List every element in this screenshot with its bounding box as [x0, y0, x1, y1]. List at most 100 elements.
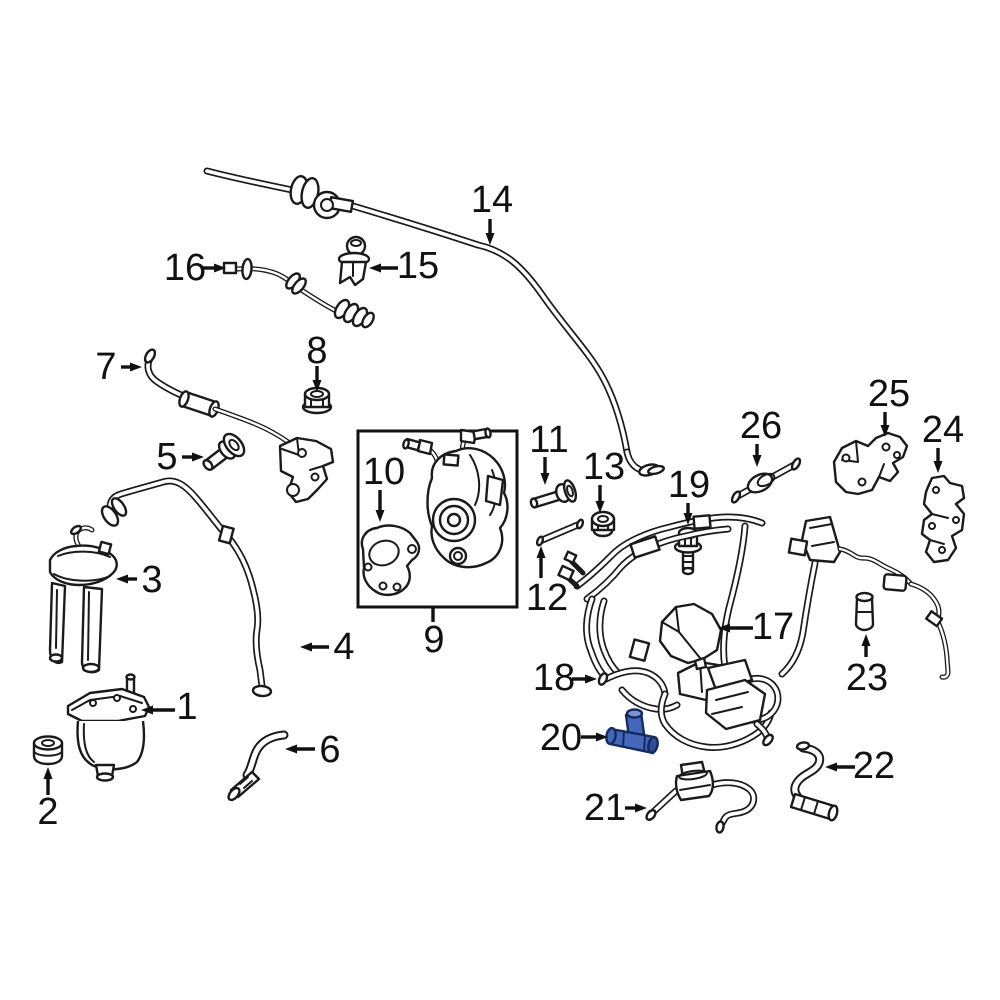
part-2-grommet[interactable]	[32, 735, 64, 766]
callout-9-label[interactable]: 9	[423, 619, 444, 661]
part-11-bolt[interactable]	[529, 479, 578, 509]
callout-15[interactable]: 15	[369, 245, 439, 287]
part-12-tube[interactable]	[535, 518, 585, 547]
callout-13[interactable]: 13	[583, 446, 625, 513]
part-21-valve[interactable]	[645, 760, 758, 834]
callout-24-label[interactable]: 24	[922, 409, 964, 451]
callout-3[interactable]: 3	[116, 559, 163, 601]
part-20-tee-connector-highlighted[interactable]	[605, 708, 659, 755]
part-10-gasket[interactable]	[360, 524, 421, 596]
part-4-hose[interactable]	[99, 477, 273, 698]
callout-12[interactable]: 12	[526, 546, 568, 619]
callout-14-arrow	[485, 233, 495, 245]
callout-14[interactable]: 14	[471, 179, 513, 245]
part-6-hose[interactable]	[226, 730, 289, 802]
callout-26[interactable]: 26	[740, 405, 782, 467]
part-3-reservoir[interactable]	[48, 524, 118, 674]
part-14-hose[interactable]	[203, 167, 665, 477]
callout-8[interactable]: 8	[306, 330, 328, 392]
callout-20-label[interactable]: 20	[540, 717, 582, 759]
callout-21-arrow	[635, 803, 647, 813]
part-1-canister[interactable]	[66, 673, 151, 782]
part-25-bracket[interactable]	[832, 431, 909, 496]
part-19-bolt[interactable]	[673, 526, 703, 576]
callout-18[interactable]: 18	[533, 657, 597, 699]
part-22-hose[interactable]	[789, 741, 839, 822]
callout-11[interactable]: 11	[529, 419, 569, 485]
callout-4[interactable]: 4	[300, 626, 355, 668]
callout-22-label[interactable]: 22	[853, 745, 895, 787]
callout-5-label[interactable]: 5	[156, 436, 177, 478]
part-23-cap[interactable]	[854, 591, 875, 632]
callout-8-arrow	[312, 380, 322, 392]
callout-11-arrow	[540, 473, 550, 485]
harness-assembly[interactable]	[557, 513, 951, 751]
callout-26-label[interactable]: 26	[740, 405, 782, 447]
callout-2[interactable]: 2	[37, 767, 59, 833]
callout-17-arrow	[718, 623, 730, 633]
part-24-bracket[interactable]	[920, 474, 966, 564]
callout-8-label[interactable]: 8	[306, 330, 327, 372]
callout-5-arrow	[192, 452, 204, 462]
callout-10-label[interactable]: 10	[363, 451, 405, 493]
callout-21[interactable]: 21	[584, 787, 647, 829]
callout-2-arrow	[43, 767, 53, 779]
callout-16[interactable]: 16	[164, 247, 226, 289]
callout-13-arrow	[595, 501, 605, 513]
part-26-fitting[interactable]	[730, 457, 802, 504]
callout-25-arrow	[880, 425, 890, 437]
callout-3-label[interactable]: 3	[141, 559, 162, 601]
callout-15-arrow	[369, 263, 381, 273]
part-9-valve-assembly[interactable]	[402, 427, 509, 569]
callout-10-arrow	[375, 510, 385, 522]
callout-1-arrow	[141, 705, 153, 715]
callout-22-arrow	[825, 762, 837, 772]
callout-2-label[interactable]: 2	[37, 791, 58, 833]
callout-6[interactable]: 6	[285, 729, 341, 771]
callout-21-label[interactable]: 21	[584, 787, 626, 829]
part-8-nut[interactable]	[301, 386, 333, 415]
callout-16-label[interactable]: 16	[164, 247, 206, 289]
callout-7-label[interactable]: 7	[95, 346, 116, 388]
callout-15-label[interactable]: 15	[397, 245, 439, 287]
callout-12-arrow	[536, 546, 546, 558]
callout-23-arrow	[861, 634, 871, 646]
callout-4-label[interactable]: 4	[333, 626, 354, 668]
callout-7[interactable]: 7	[95, 346, 142, 388]
callout-12-label[interactable]: 12	[526, 577, 568, 619]
part-7-bracket[interactable]	[278, 436, 335, 504]
callout-19-label[interactable]: 19	[668, 464, 710, 506]
callout-14-label[interactable]: 14	[471, 179, 513, 221]
callout-24[interactable]: 24	[922, 409, 964, 473]
callout-10[interactable]: 10	[363, 451, 405, 522]
callout-26-arrow	[752, 455, 762, 467]
callout-5[interactable]: 5	[156, 436, 204, 478]
callout-6-label[interactable]: 6	[319, 729, 340, 771]
callout-9[interactable]: 9	[423, 607, 445, 661]
part-17-shield[interactable]	[658, 602, 723, 671]
callout-11-label[interactable]: 11	[529, 419, 568, 461]
callout-18-label[interactable]: 18	[533, 657, 575, 699]
assembly-box-9	[356, 429, 519, 609]
callout-1[interactable]: 1	[141, 686, 198, 728]
callout-13-label[interactable]: 13	[583, 446, 625, 488]
callout-4-arrow	[300, 642, 312, 652]
part-15-clip[interactable]	[337, 235, 371, 287]
callout-25-label[interactable]: 25	[868, 373, 910, 415]
callout-17[interactable]: 17	[718, 606, 794, 648]
part-16-tube[interactable]	[222, 257, 376, 330]
part-13-nut[interactable]	[590, 510, 616, 538]
callout-20[interactable]: 20	[540, 717, 608, 759]
callout-25[interactable]: 25	[868, 373, 910, 437]
part-5-bolt[interactable]	[202, 430, 248, 471]
callout-19-arrow	[683, 513, 693, 525]
callout-20-arrow	[596, 732, 608, 742]
callout-17-label[interactable]: 17	[752, 606, 794, 648]
callout-22[interactable]: 22	[825, 745, 895, 787]
callout-19[interactable]: 19	[668, 464, 710, 525]
callout-23[interactable]: 23	[846, 634, 888, 699]
callout-1-label[interactable]: 1	[176, 686, 197, 728]
callout-23-label[interactable]: 23	[846, 657, 888, 699]
